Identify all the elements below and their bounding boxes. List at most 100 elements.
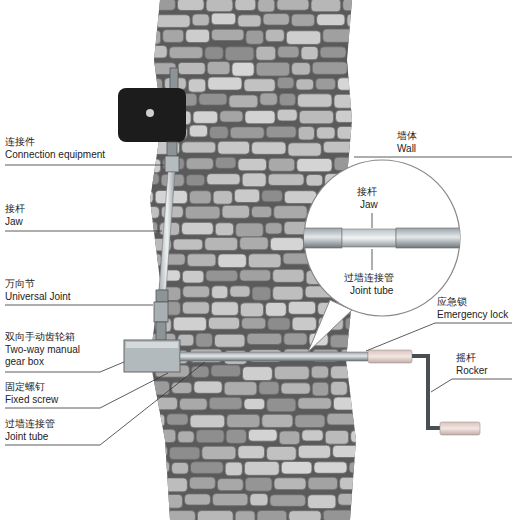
stone xyxy=(218,254,246,268)
stone xyxy=(212,29,244,40)
stone xyxy=(208,77,242,90)
stone xyxy=(169,447,199,459)
stone xyxy=(212,286,228,299)
stone xyxy=(244,398,265,409)
part-label: 接杆 xyxy=(5,203,25,215)
stone xyxy=(284,333,307,345)
stone xyxy=(331,382,348,396)
stone xyxy=(366,478,398,489)
stone xyxy=(325,430,348,444)
stone xyxy=(273,269,304,282)
part-label: Joint tube xyxy=(348,285,395,297)
stone xyxy=(158,494,183,508)
stone xyxy=(359,30,380,41)
stone xyxy=(364,110,397,122)
stone xyxy=(214,334,244,347)
stone xyxy=(262,190,283,202)
stone xyxy=(202,446,236,459)
stone xyxy=(259,382,279,395)
stone xyxy=(295,415,325,428)
stone xyxy=(160,429,176,442)
leader-line xyxy=(5,362,205,445)
stone xyxy=(194,381,222,393)
stone xyxy=(230,127,264,139)
stone xyxy=(207,61,230,74)
leader-line xyxy=(5,373,168,408)
stone xyxy=(279,93,295,105)
stone xyxy=(265,223,282,234)
stone xyxy=(139,414,165,426)
part-label: 接杆 xyxy=(355,186,379,198)
stone xyxy=(206,270,238,281)
stone xyxy=(172,382,192,393)
leader-line xyxy=(354,157,512,158)
stone xyxy=(330,335,356,348)
stone xyxy=(274,206,307,219)
stone xyxy=(260,93,278,105)
stone xyxy=(185,494,211,505)
stone xyxy=(173,317,206,331)
stone xyxy=(215,157,236,168)
stone xyxy=(172,462,189,474)
stone xyxy=(292,317,316,330)
stone xyxy=(186,175,205,186)
stone xyxy=(188,79,206,92)
leader-line xyxy=(5,231,162,232)
stone xyxy=(317,14,345,26)
stone xyxy=(361,446,392,458)
part-label: 过墙连接管 xyxy=(5,418,55,430)
stone xyxy=(333,445,360,457)
stone xyxy=(156,397,177,410)
stone xyxy=(183,286,210,297)
stone xyxy=(351,430,380,442)
stone xyxy=(211,365,241,377)
stone xyxy=(132,285,159,298)
stone xyxy=(288,301,315,314)
stone xyxy=(208,317,239,329)
stone xyxy=(347,14,380,27)
stone xyxy=(247,333,282,344)
stone xyxy=(245,477,272,491)
stone xyxy=(256,46,276,60)
stone xyxy=(269,158,295,171)
stone xyxy=(281,383,310,394)
stone xyxy=(316,78,336,89)
stone xyxy=(349,62,368,75)
leader-line xyxy=(372,249,373,270)
stone xyxy=(360,78,389,91)
stone xyxy=(367,398,386,412)
stone xyxy=(197,511,233,520)
stone xyxy=(242,173,266,187)
stone xyxy=(297,158,332,171)
stone xyxy=(369,94,396,106)
stone xyxy=(226,429,246,443)
stone xyxy=(270,238,303,251)
part-label: 墙体 xyxy=(397,130,417,142)
stone xyxy=(311,366,328,378)
stone xyxy=(327,413,358,425)
stone xyxy=(298,398,331,409)
stone xyxy=(238,446,265,459)
stone xyxy=(278,46,299,58)
stone xyxy=(256,62,289,76)
stone xyxy=(182,142,216,153)
stone xyxy=(355,511,383,520)
stone xyxy=(277,0,309,10)
part-label: Connection equipment xyxy=(5,149,105,161)
stone xyxy=(185,206,220,219)
part-label: Joint tube xyxy=(5,431,48,443)
stone xyxy=(281,462,312,475)
stone xyxy=(207,174,240,185)
stone xyxy=(244,79,275,92)
stone xyxy=(267,398,296,412)
stone xyxy=(129,493,156,505)
stone xyxy=(186,158,213,169)
stone xyxy=(258,0,275,12)
stone xyxy=(182,302,209,314)
stone xyxy=(220,111,243,122)
part-label: 过墙连接管 xyxy=(342,272,396,284)
stone xyxy=(240,303,263,317)
stone xyxy=(217,479,243,491)
stone xyxy=(124,269,158,282)
stone xyxy=(240,237,269,250)
